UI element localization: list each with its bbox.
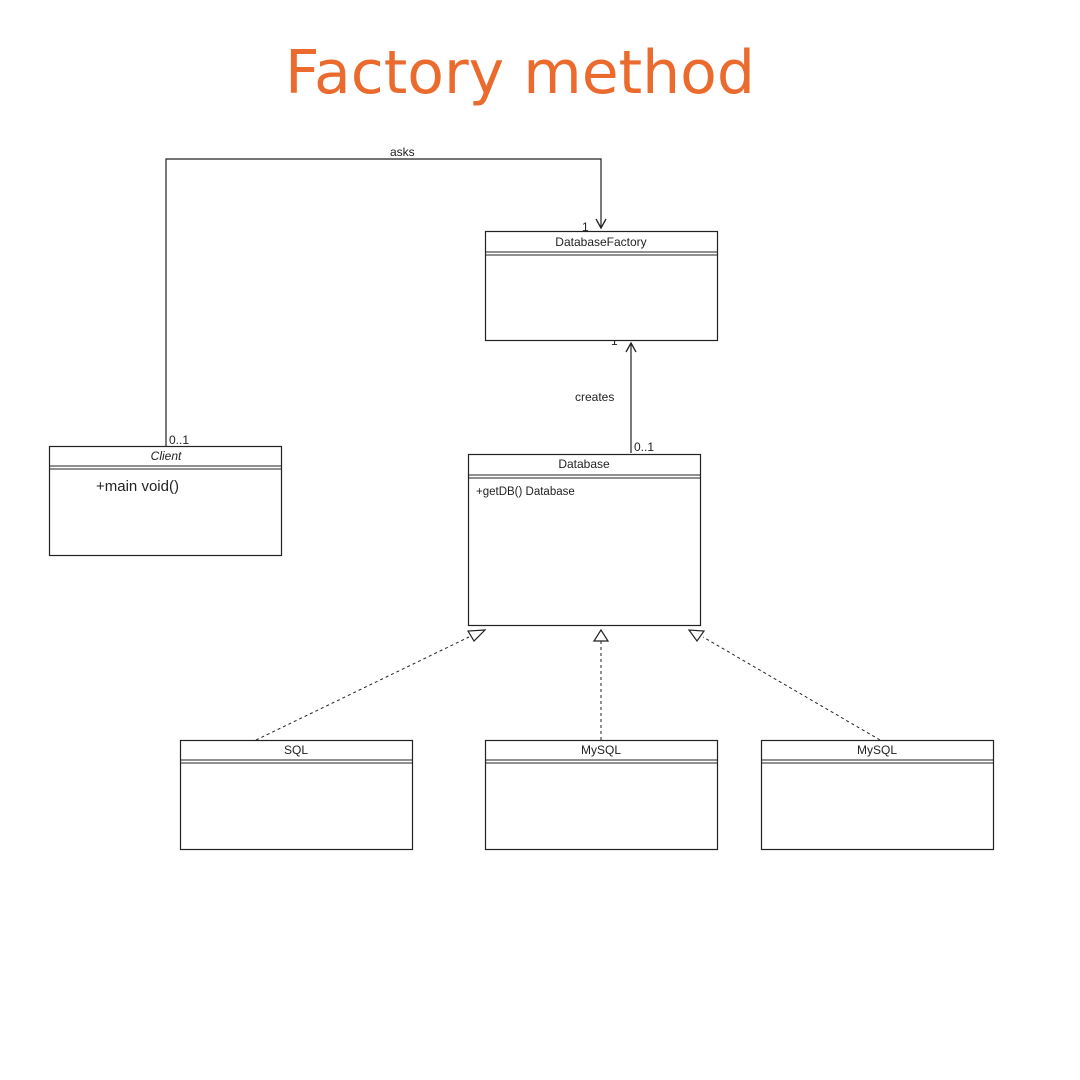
asks-source-multiplicity: 0..1 <box>169 433 189 447</box>
asks-label: asks <box>390 145 415 159</box>
sql-name: SQL <box>284 743 308 757</box>
client-box <box>48 445 283 557</box>
asks-target-multiplicity: 1 <box>582 220 589 234</box>
creates-label: creates <box>575 390 614 404</box>
client-name: Client <box>151 449 182 463</box>
class-database[interactable]: Database +getDB() Database <box>467 453 702 627</box>
asks-connector <box>165 158 607 446</box>
sql-box <box>179 739 414 851</box>
mysql-2-box <box>760 739 995 851</box>
creates-source-multiplicity: 0..1 <box>634 440 654 454</box>
database-method: +getDB() Database <box>476 486 575 498</box>
mysql-2-realization-line <box>702 636 881 741</box>
mysql-1-box <box>484 739 719 851</box>
realization-mysql-1 <box>592 628 610 740</box>
class-mysql-1[interactable]: MySQL <box>484 739 719 851</box>
sql-realization-arrowhead <box>466 629 487 642</box>
sql-realization-line <box>255 636 470 741</box>
realization-mysql-2 <box>687 629 881 741</box>
mysql-1-name: MySQL <box>581 743 621 757</box>
database-name: Database <box>558 457 610 471</box>
association-creates: creates 1 0..1 <box>575 334 654 454</box>
mysql-2-name: MySQL <box>857 743 897 757</box>
class-sql[interactable]: SQL <box>179 739 414 851</box>
class-client[interactable]: Client +main void() <box>48 445 283 557</box>
database-factory-box <box>484 230 719 342</box>
class-mysql-2[interactable]: MySQL <box>760 739 995 851</box>
database-box <box>467 453 702 627</box>
diagram-title: Factory method <box>285 38 755 108</box>
mysql-1-realization-arrowhead <box>592 628 610 642</box>
client-method: +main void() <box>96 478 179 495</box>
class-database-factory[interactable]: DatabaseFactory <box>484 230 719 342</box>
association-asks: asks 1 0..1 <box>165 145 607 447</box>
mysql-2-realization-arrowhead <box>687 629 706 643</box>
database-factory-name: DatabaseFactory <box>555 235 646 249</box>
realization-sql <box>255 629 487 741</box>
